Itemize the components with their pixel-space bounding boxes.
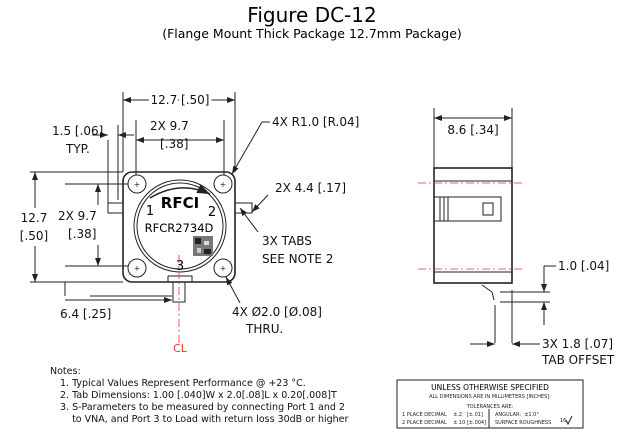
port-1-label: 1 — [146, 204, 154, 219]
note-2: 2. Tab Dimensions: 1.00 [.040]W x 2.0[.0… — [60, 390, 337, 401]
hole-note: THRU. — [245, 322, 283, 336]
two-place-tolerance: 2 PLACE DECIMAL ±.10 [±.004] — [402, 420, 486, 426]
notes: Notes: 1. Typical Values Represent Perfo… — [50, 366, 349, 425]
tabs-note: SEE NOTE 2 — [262, 252, 333, 266]
one-place-tolerance: 1 PLACE DECIMAL ±.2 [±.01] — [402, 412, 483, 418]
centerline-symbol: CL — [173, 342, 188, 355]
note-3: 3. S-Parameters to be measured by connec… — [60, 402, 345, 413]
brand-logo: RFCI — [161, 194, 199, 212]
height-dimension-in: [.50] — [20, 229, 48, 243]
port-2-label: 2 — [208, 205, 216, 220]
tab-thickness: 1.0 [.04] — [558, 259, 609, 273]
tab-offset-label: TAB OFFSET — [541, 353, 615, 367]
height-dimension: 12.7 — [21, 211, 48, 225]
top-view: 12.7 [.50] 2X 9.7 [.38] 1.5 [.06] TYP. 4… — [20, 90, 359, 355]
tolerance-heading: UNLESS OTHERWISE SPECIFIED — [431, 383, 549, 392]
hole-spacing-x-in: [.38] — [160, 137, 188, 151]
hole-spacing-y: 2X 9.7 — [58, 209, 97, 223]
surface-roughness-value: 16 — [560, 418, 566, 424]
tabs-label: 3X TABS — [262, 234, 312, 248]
qr-code-icon — [193, 236, 213, 256]
svg-text:+: + — [220, 180, 227, 189]
note-3-cont: to VNA, and Port 3 to Load with return l… — [60, 414, 349, 425]
angular-tolerance: ANGULAR: ±1.0° — [495, 412, 539, 418]
hole-spacing-y-in: [.38] — [68, 227, 96, 241]
hole-diameter: 4X Ø2.0 [Ø.08] — [232, 305, 322, 319]
tab-width-note: TYP. — [65, 142, 90, 156]
port-3-label: 3 — [176, 259, 184, 274]
units-note: ALL DIMENSIONS ARE IN MILLIMETERS [INCHE… — [429, 394, 551, 400]
tab-offset: 3X 1.8 [.07] — [542, 337, 613, 351]
surface-roughness-label: SURFACE ROUGHNESS — [495, 420, 551, 426]
notes-heading: Notes: — [50, 366, 81, 377]
roughness-symbol-icon — [565, 415, 573, 426]
svg-text:+: + — [134, 264, 141, 273]
width-dimension: 12.7 [.50] — [151, 93, 210, 107]
hole-spacing-x: 2X 9.7 — [150, 119, 189, 133]
corner-radius: 4X R1.0 [R.04] — [272, 115, 359, 129]
figure-subtitle: (Flange Mount Thick Package 12.7mm Packa… — [162, 26, 462, 41]
figure-title: Figure DC-12 — [247, 3, 376, 27]
tab-width-dimension: 1.5 [.06] — [52, 124, 103, 138]
svg-text:+: + — [220, 264, 227, 273]
side-view: 8.6 [.34] 1.0 [.04] 3X 1.8 [.07] TAB OFF… — [418, 108, 615, 367]
depth-dimension: 8.6 [.34] — [447, 123, 498, 137]
part-number: RFCR2734D — [145, 221, 214, 235]
note-1: 1. Typical Values Represent Performance … — [60, 378, 306, 389]
tolerance-block: UNLESS OTHERWISE SPECIFIED ALL DIMENSION… — [396, 379, 584, 429]
tolerances-label: TOLERANCES ARE: — [466, 404, 514, 410]
port3-offset: 6.4 [.25] — [60, 307, 111, 321]
tab-position: 2X 4.4 [.17] — [275, 181, 346, 195]
svg-text:+: + — [134, 180, 141, 189]
